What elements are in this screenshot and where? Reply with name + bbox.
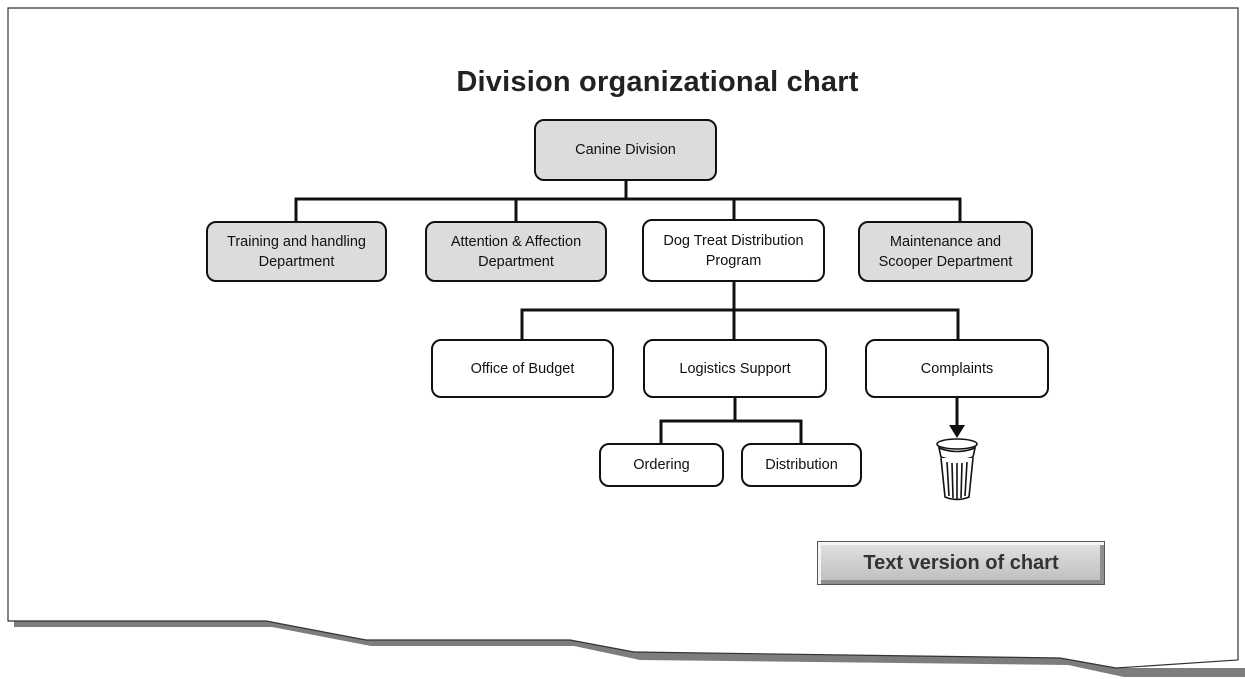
node-ordering: Ordering [599, 443, 724, 487]
node-complaints: Complaints [865, 339, 1049, 398]
trash-can-icon [936, 438, 978, 501]
node-distribution: Distribution [741, 443, 862, 487]
node-office-of-budget: Office of Budget [431, 339, 614, 398]
node-attention-affection-department: Attention & Affection Department [425, 221, 607, 282]
complaints-arrowhead [949, 425, 965, 438]
node-maintenance-scooper-department: Maintenance and Scooper Department [858, 221, 1033, 282]
node-dog-treat-distribution-program: Dog Treat Distribution Program [642, 219, 825, 282]
text-version-button[interactable]: Text version of chart [817, 541, 1105, 585]
node-logistics-support: Logistics Support [643, 339, 827, 398]
paper-shadow [14, 621, 1245, 677]
chart-title: Division organizational chart [456, 66, 859, 98]
node-canine-division: Canine Division [534, 119, 717, 181]
node-training-handling-department: Training and handling Department [206, 221, 387, 282]
paper-sheet [7, 7, 1239, 669]
org-connectors [294, 179, 962, 445]
